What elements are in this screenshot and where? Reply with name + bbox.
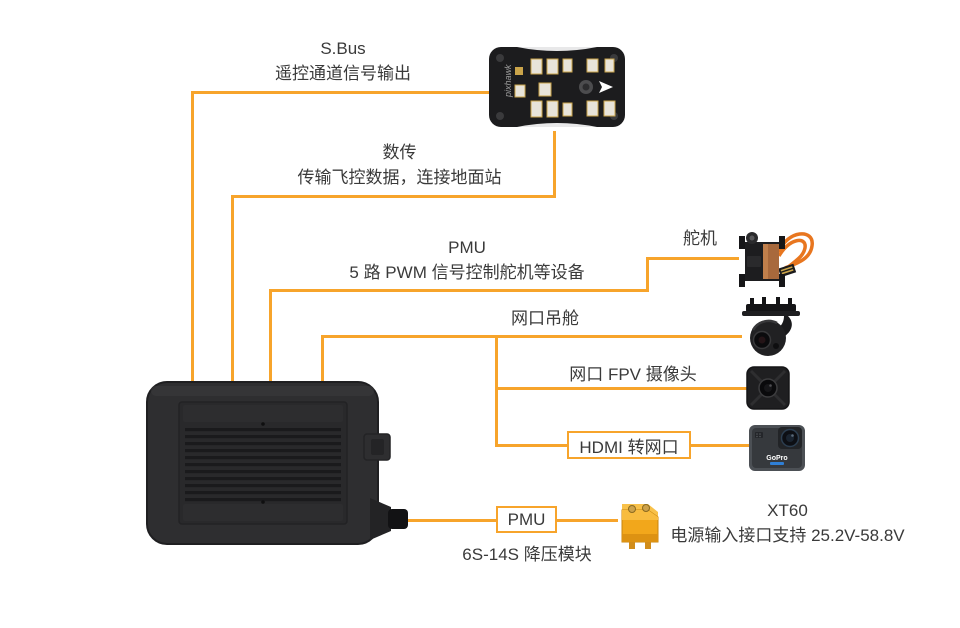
action-camera-image: GoPro <box>749 425 805 471</box>
hdmi-adapter-label: HDMI 转网口 <box>579 437 679 457</box>
network-branch-vertical <box>495 336 498 447</box>
pwm-line-riser <box>646 258 649 292</box>
air-unit-vents <box>185 428 341 502</box>
xt60-description: 电源输入接口支持 25.2V-58.8V <box>670 526 905 545</box>
telemetry-line-vertical <box>231 196 234 383</box>
fc-ports <box>514 58 616 118</box>
sbus-label: S.Bus 遥控通道信号输出 <box>203 36 483 86</box>
xt60-connector-image <box>621 504 659 549</box>
pwm-line-horizontal <box>269 289 649 292</box>
servo-image <box>739 232 814 287</box>
pwm-label: PMU 5 路 PWM 信号控制舵机等设备 <box>277 235 657 285</box>
gimbal-line-vertical <box>321 336 324 383</box>
servo-label: 舵机 <box>655 226 745 251</box>
telemetry-line-to-fc <box>553 131 556 197</box>
sbus-line-vertical <box>191 92 194 383</box>
sbus-line-horizontal <box>191 91 489 94</box>
xt60-title: XT60 <box>767 501 808 520</box>
pixhawk-flight-controller-image: pixhawk <box>489 47 625 127</box>
gimbal-camera-image <box>742 297 800 356</box>
air-unit-power-plug <box>370 498 408 540</box>
servo-wire <box>777 232 814 272</box>
xt60-pin-2 <box>642 504 650 512</box>
pmu-description: 6S-14S 降压模块 <box>462 545 592 564</box>
xt60-label: XT60 电源输入接口支持 25.2V-58.8V <box>655 498 920 548</box>
gimbal-title: 网口吊舱 <box>511 309 579 328</box>
action-cam-brand-text: GoPro <box>766 455 787 462</box>
pwm-line-to-servo <box>646 257 739 260</box>
telemetry-label: 数传 传输飞控数据，连接地面站 <box>237 140 562 190</box>
servo-title: 舵机 <box>683 229 717 248</box>
telemetry-line-horizontal <box>231 195 556 198</box>
xt60-leg-2 <box>645 542 651 549</box>
pwm-title: PMU <box>448 238 486 257</box>
hdmi-adapter-box: HDMI 转网口 <box>567 431 691 459</box>
fc-direction-arrow <box>599 81 613 93</box>
fpv-label: 网口 FPV 摄像头 <box>553 362 713 387</box>
pmu-box: PMU <box>496 506 557 533</box>
hdmi-line-left <box>495 444 569 447</box>
sbus-title: S.Bus <box>320 39 366 58</box>
power-line-left <box>404 519 498 522</box>
fc-brand-text: pixhawk <box>503 64 513 98</box>
telemetry-title: 数传 <box>382 143 417 162</box>
power-line-right <box>556 519 618 522</box>
sbus-description: 遥控通道信号输出 <box>275 64 411 83</box>
air-unit-image <box>146 381 408 545</box>
servo-connector <box>778 263 797 278</box>
xt60-leg-1 <box>629 542 635 549</box>
gimbal-mount-plate <box>742 297 800 316</box>
fpv-camera-image <box>746 366 790 410</box>
pmu-box-label: PMU <box>507 509 546 529</box>
gimbal-label: 网口吊舱 <box>495 306 595 331</box>
hdmi-line-right <box>690 444 750 447</box>
pwm-line-vertical <box>269 290 272 383</box>
telemetry-description: 传输飞控数据，连接地面站 <box>297 168 502 187</box>
xt60-pin-1 <box>628 505 636 513</box>
fpv-line-horizontal <box>495 387 749 390</box>
gimbal-line-horizontal <box>321 335 742 338</box>
pwm-description: 5 路 PWM 信号控制舵机等设备 <box>349 263 585 282</box>
fpv-title: 网口 FPV 摄像头 <box>569 365 697 384</box>
